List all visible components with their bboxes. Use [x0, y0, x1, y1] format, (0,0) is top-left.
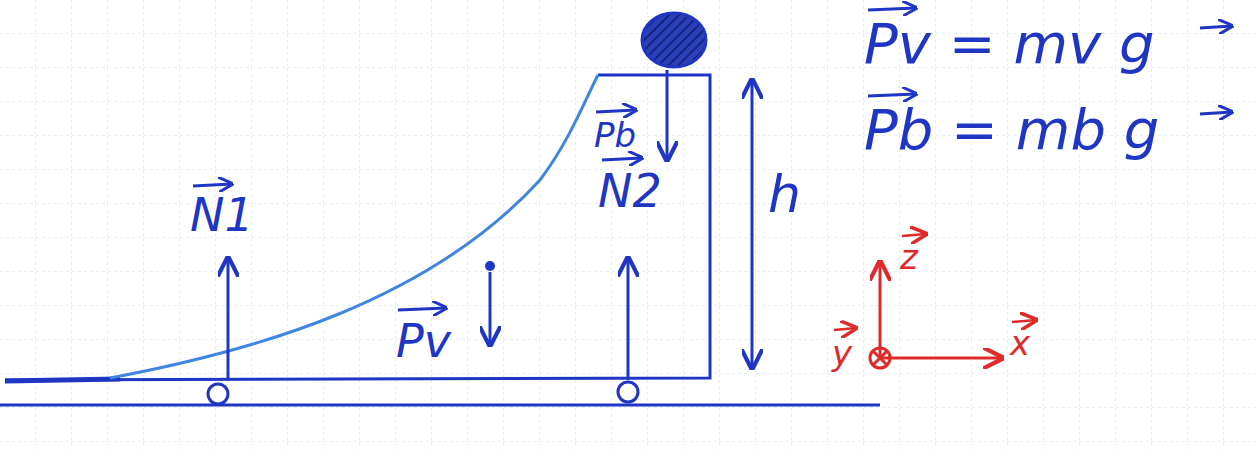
wheel	[208, 384, 228, 404]
dimension-arrow	[751, 80, 754, 368]
force-label: N1	[190, 192, 254, 238]
axis-label: x	[1010, 326, 1030, 360]
vehicle-nose	[5, 379, 120, 381]
force-label: N2	[598, 168, 662, 214]
force-label: Pb	[594, 118, 636, 152]
vector-accents	[193, 8, 1232, 310]
force-label: Pv	[396, 318, 451, 364]
ramp-curve	[110, 75, 598, 378]
dimension-label: h	[768, 168, 801, 220]
axes	[834, 234, 1036, 368]
force-arrow	[227, 258, 230, 378]
ground-line	[0, 404, 880, 407]
vehicle-body	[5, 75, 710, 380]
axis-label: z	[900, 240, 918, 274]
force-arrow	[666, 70, 669, 160]
equation: Pb = mb g	[864, 102, 1159, 158]
force-arrow	[627, 258, 630, 380]
axis-label: y	[832, 336, 852, 370]
equation: Pv = mv g	[864, 16, 1154, 72]
ball	[642, 13, 706, 67]
wheel	[618, 382, 638, 402]
force-arrow	[489, 272, 492, 345]
center-of-mass	[485, 261, 495, 271]
